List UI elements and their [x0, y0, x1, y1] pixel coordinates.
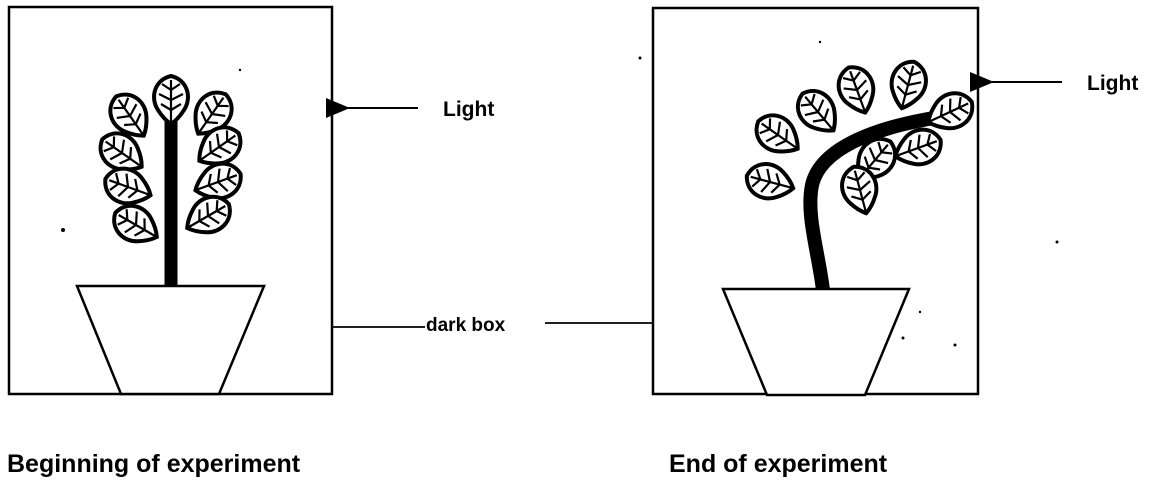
- caption-end: End of experiment: [669, 450, 888, 478]
- caption-beginning: Beginning of experiment: [7, 450, 301, 478]
- scan-specks: [61, 40, 1059, 347]
- dark-box-label: dark box: [426, 315, 506, 336]
- dark-box-pointer: [332, 322, 653, 328]
- plant-end: [721, 55, 981, 397]
- plant-beginning: [75, 74, 266, 396]
- light-label-left: Light: [443, 98, 495, 121]
- stem-bent: [803, 110, 947, 297]
- pot-beginning: [75, 284, 266, 396]
- pot-end: [721, 287, 911, 397]
- light-label-right: Light: [1087, 72, 1139, 95]
